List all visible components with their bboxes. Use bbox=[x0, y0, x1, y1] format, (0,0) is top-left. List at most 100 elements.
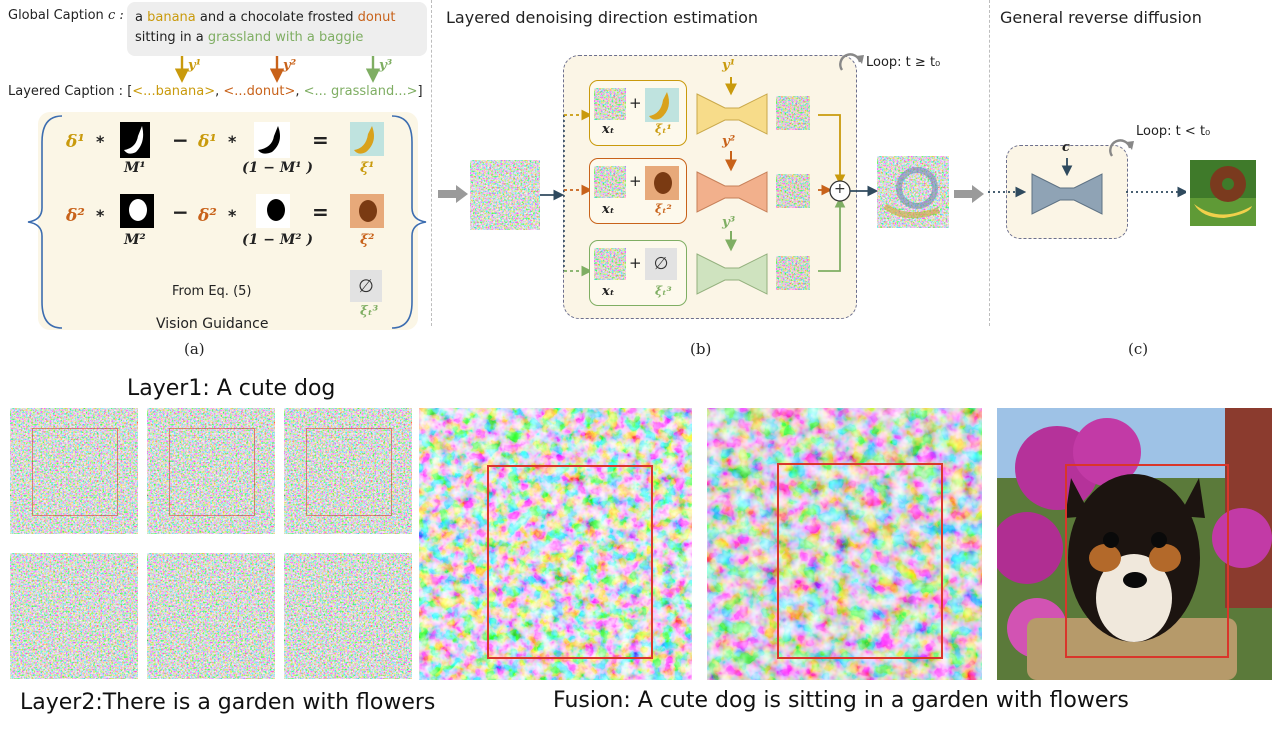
unet-2 bbox=[696, 171, 768, 213]
equals-op: = bbox=[312, 128, 329, 152]
global-caption-part-l2-1: grassland with a baggie bbox=[207, 30, 364, 45]
xi1-label: ξ¹ bbox=[360, 160, 375, 176]
from-eq-label: From Eq. (5) bbox=[172, 284, 252, 299]
eps-output-2 bbox=[776, 174, 810, 208]
fusion-step-1 bbox=[419, 408, 692, 680]
global-caption-part-l1-3: donut bbox=[357, 10, 396, 25]
layer1-bbox-3 bbox=[306, 428, 392, 516]
unet-3 bbox=[696, 253, 768, 295]
xi-label-3: ξₜ³ bbox=[655, 284, 672, 298]
y1-label: y¹ bbox=[188, 58, 202, 73]
layer1-noise-1 bbox=[10, 408, 138, 534]
panel-b-connectors bbox=[540, 77, 879, 277]
fusion-step-1-bbox bbox=[487, 465, 653, 659]
final-dog-image bbox=[997, 408, 1272, 680]
empty-set-icon-b: ∅ bbox=[645, 248, 677, 280]
left-brace bbox=[27, 115, 63, 329]
xi3-label: ξₜ³ bbox=[360, 304, 379, 319]
layered-sep-1: , bbox=[215, 84, 220, 99]
loop-b-icon bbox=[839, 53, 864, 71]
fusion-step-2-bbox bbox=[777, 463, 943, 659]
layered-caption-open: [ bbox=[127, 84, 133, 99]
panel-c-title: General reverse diffusion bbox=[1000, 8, 1202, 27]
equals-op-2: = bbox=[312, 200, 329, 224]
eps-output-3 bbox=[776, 256, 810, 290]
layered-item-grassland: <... grassland...> bbox=[303, 84, 418, 99]
loop-b-label: Loop: t ≥ t₀ bbox=[866, 55, 941, 70]
result-overlay bbox=[883, 167, 941, 219]
big-arrow-ab bbox=[438, 185, 468, 203]
global-caption-line-1: a banana and a chocolate frosted donut bbox=[135, 8, 419, 28]
tag-c: (c) bbox=[1128, 340, 1149, 358]
layered-caption-close: ] bbox=[417, 84, 423, 99]
layer2-noise-1 bbox=[10, 553, 138, 679]
xt-noise-3 bbox=[594, 248, 626, 280]
inv-mask-2-label: (1 − M² ) bbox=[242, 232, 313, 248]
unet-c bbox=[1031, 173, 1103, 215]
tag-b: (b) bbox=[690, 340, 712, 358]
xt-noise-2 bbox=[594, 166, 626, 198]
layer1-noise-2 bbox=[147, 408, 275, 534]
global-caption-part-l1-1: banana bbox=[147, 10, 196, 25]
mask-m2-label: M² bbox=[124, 232, 146, 248]
xi-image-2 bbox=[645, 166, 679, 200]
final-dog-bbox bbox=[1065, 464, 1229, 658]
vision-guidance-label: Vision Guidance bbox=[156, 316, 269, 332]
delta1-b: δ¹ bbox=[198, 132, 217, 152]
global-caption-row: Global Caption c : bbox=[8, 8, 124, 23]
y2-label: y² bbox=[283, 58, 297, 73]
layer2-noise-3 bbox=[284, 553, 412, 679]
layered-item-banana: <...banana> bbox=[132, 84, 216, 99]
minus-op: − bbox=[172, 128, 189, 152]
global-caption-var: c : bbox=[107, 8, 124, 23]
fusion-caption: Fusion: A cute dog is sitting in a garde… bbox=[553, 688, 1129, 713]
delta1-a: δ¹ bbox=[66, 132, 85, 152]
xi1-image bbox=[350, 122, 384, 156]
minus-op-2: − bbox=[172, 200, 189, 224]
xt-label-1: xₜ bbox=[602, 122, 615, 137]
plus-2: + bbox=[629, 172, 642, 190]
xi2-image bbox=[350, 194, 384, 228]
plus-1: + bbox=[629, 94, 642, 112]
caption-split-arrows bbox=[174, 56, 381, 83]
global-caption-line-2: sitting in a grassland with a baggie bbox=[135, 28, 419, 48]
layered-sep-2: , bbox=[295, 84, 300, 99]
layer2-caption: Layer2:There is a garden with flowers bbox=[20, 690, 436, 715]
delta2-b: δ² bbox=[198, 206, 217, 226]
global-caption-label: Global Caption bbox=[8, 8, 104, 23]
separator-a-b bbox=[431, 0, 432, 326]
mask-m1-label: M¹ bbox=[124, 160, 146, 176]
loop-c-label: Loop: t < t₀ bbox=[1136, 124, 1211, 139]
inv-mask-1-label: (1 − M¹ ) bbox=[242, 160, 313, 176]
noise-input-image bbox=[470, 160, 540, 230]
xi-image-1 bbox=[645, 88, 679, 122]
y2-label-b: y² bbox=[722, 134, 736, 149]
xt-label-2: xₜ bbox=[602, 202, 615, 217]
plus-3: + bbox=[629, 254, 642, 272]
layered-caption-label: Layered Caption : bbox=[8, 84, 124, 99]
braces bbox=[27, 115, 427, 329]
separator-b-c bbox=[989, 0, 990, 326]
y3-label: y³ bbox=[379, 58, 393, 73]
mask-m2 bbox=[120, 194, 154, 228]
unet-1 bbox=[696, 93, 768, 135]
xi2-label: ξ² bbox=[360, 232, 375, 248]
times-op-4: * bbox=[228, 206, 237, 225]
layered-caption-row: Layered Caption : [<...banana>, <...donu… bbox=[8, 84, 423, 99]
panel-b-title: Layered denoising direction estimation bbox=[446, 8, 759, 27]
times-op-3: * bbox=[96, 206, 105, 225]
fusion-step-2 bbox=[707, 408, 982, 680]
global-caption-box: a banana and a chocolate frosted donut s… bbox=[127, 2, 427, 56]
y1-label-b: y¹ bbox=[722, 58, 736, 73]
layer1-noise-3 bbox=[284, 408, 412, 534]
times-op: * bbox=[96, 132, 105, 151]
empty-set-icon: ∅ bbox=[350, 270, 382, 302]
global-caption-part-l2-0: sitting in a bbox=[135, 30, 208, 45]
times-op-2: * bbox=[228, 132, 237, 151]
eps-output-1 bbox=[776, 96, 810, 130]
panel-c-connectors bbox=[988, 158, 1186, 198]
layered-item-donut: <...donut> bbox=[223, 84, 296, 99]
right-brace bbox=[391, 115, 427, 329]
layer1-bbox-2 bbox=[169, 428, 255, 516]
global-caption-part-l1-0: a bbox=[135, 10, 148, 25]
